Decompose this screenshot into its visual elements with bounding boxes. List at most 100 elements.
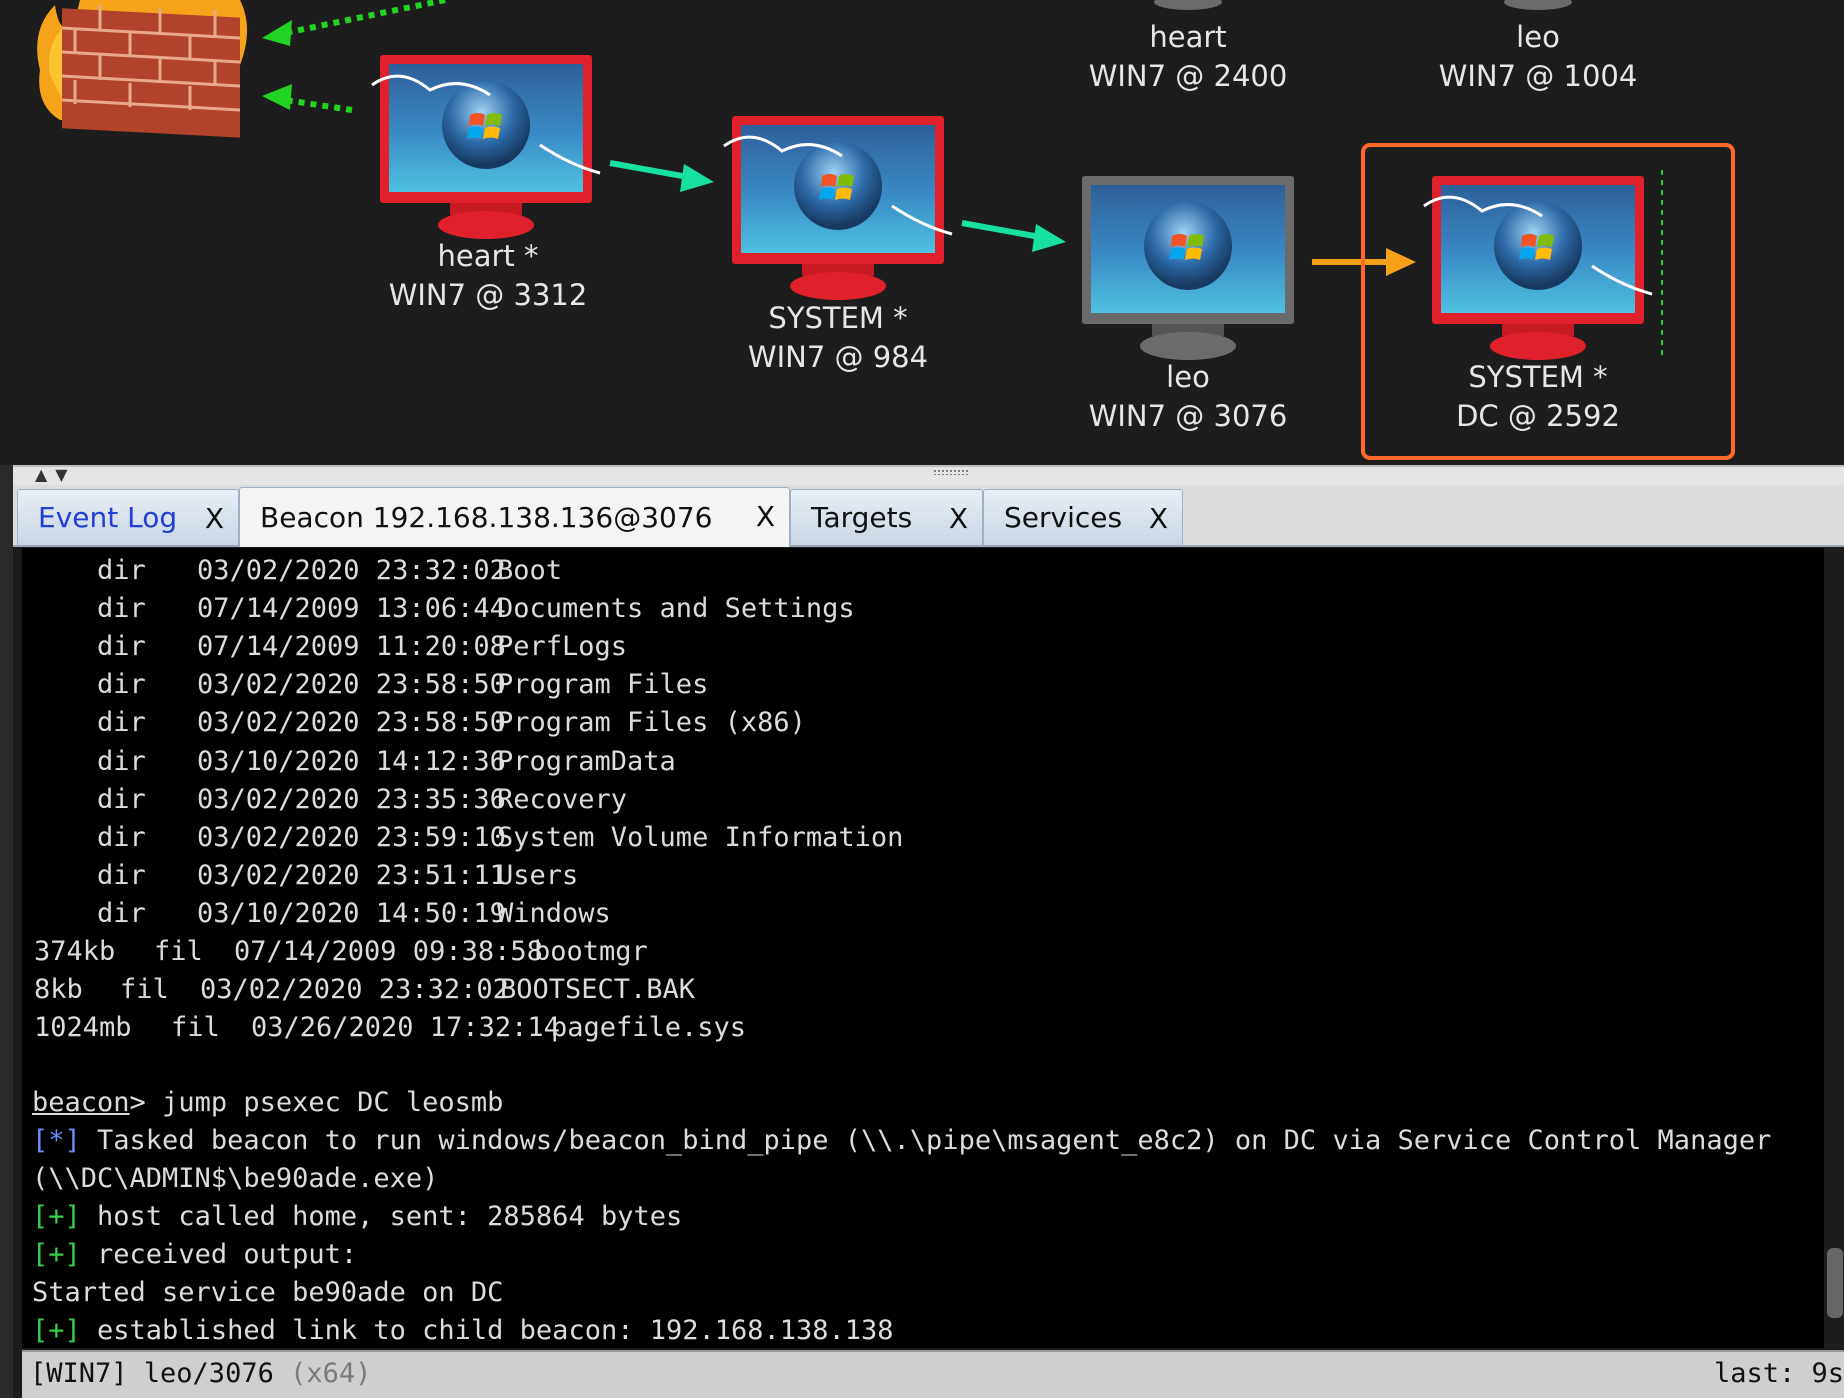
windows-monitor-icon[interactable] (371, 55, 601, 239)
dir-name: ProgramData (497, 745, 676, 777)
dir-date: 03/02/2020 23:58:50 (197, 707, 506, 739)
dir-type: dir (97, 783, 146, 815)
dir-type: dir (97, 897, 146, 929)
dir-type: dir (97, 555, 146, 586)
dir-size: 8kb (34, 974, 83, 1006)
dir-name: Program Files (x86) (497, 707, 806, 739)
selected-session-highlight (1361, 143, 1735, 460)
dir-date: 03/02/2020 23:35:36 (197, 783, 506, 815)
dir-type: fil (120, 974, 169, 1006)
dir-date: 07/14/2009 11:20:08 (197, 631, 506, 663)
session-label[interactable]: heart * WIN7 @ 3312 (358, 237, 618, 315)
dir-name: Windows (497, 897, 611, 929)
tab-bar: Event Log X Beacon 192.168.138.136@3076 … (13, 485, 1844, 547)
dir-date: 03/02/2020 23:51:11 (197, 859, 506, 891)
session-user: leo (1516, 20, 1560, 54)
session-user: heart * (437, 239, 539, 273)
command-text: > jump psexec DC leosmb (129, 1087, 504, 1118)
dir-date: 03/10/2020 14:50:19 (197, 897, 506, 929)
dir-date: 03/02/2020 23:32:02 (197, 555, 506, 586)
prompt: beacon (32, 1087, 130, 1118)
close-icon[interactable]: X (948, 502, 968, 535)
tab-targets[interactable]: Targets X (790, 489, 983, 545)
console-line: Started service be90ade on DC (32, 1277, 504, 1308)
dir-type: dir (97, 593, 146, 625)
session-status: [WIN7] leo/3076 (x64) (30, 1358, 371, 1389)
windows-monitor-icon[interactable] (723, 116, 953, 300)
monitor-stand-partial (1154, 0, 1572, 10)
session-user: SYSTEM * (1468, 360, 1608, 394)
session-label[interactable]: leo WIN7 @ 3076 (1058, 358, 1318, 436)
dir-date: 07/14/2009 09:38:58 (234, 936, 543, 967)
dir-date: 03/02/2020 23:59:10 (197, 821, 506, 853)
pivot-graph[interactable]: heart WIN7 @ 2400 leo WIN7 @ 1004 heart … (0, 0, 1844, 465)
session-user: leo (1166, 360, 1210, 394)
task-marker: [*] (32, 1125, 81, 1156)
dir-type: fil (154, 936, 203, 967)
dir-size: 374kb (34, 936, 116, 967)
dir-name: Boot (497, 555, 563, 586)
dir-type: dir (97, 707, 146, 739)
session-label[interactable]: SYSTEM * WIN7 @ 984 (708, 299, 968, 377)
tab-services[interactable]: Services X (983, 489, 1183, 545)
smb-link (609, 160, 1416, 276)
dir-name: PerfLogs (497, 631, 628, 663)
dir-name: Program Files (497, 669, 709, 701)
dir-name: BOOTSECT.BAK (500, 974, 696, 1006)
session-host: WIN7 @ 2400 (1088, 59, 1288, 93)
last-checkin: last: 9s (1713, 1358, 1844, 1389)
console-scrollbar[interactable] (1824, 548, 1844, 1348)
http-link (262, 0, 446, 113)
ok-marker: [+] (32, 1201, 81, 1232)
console-text: received output: (80, 1239, 358, 1270)
command-line: beacon> jump psexec DC leosmb (32, 1084, 503, 1122)
tab-event-log[interactable]: Event Log X (17, 489, 239, 545)
dir-name: Users (497, 859, 579, 891)
status-bar: [WIN7] leo/3076 (x64) last: 9s (22, 1350, 1844, 1398)
session-host: WIN7 @ 3312 (388, 278, 588, 312)
arch-label: (x64) (290, 1358, 372, 1389)
tab-label: Event Log (38, 501, 178, 534)
console-text: Tasked beacon to run windows/beacon_bind… (80, 1125, 1772, 1156)
dir-type: dir (97, 859, 146, 891)
dir-type: dir (97, 631, 146, 663)
dir-date: 03/02/2020 23:32:02 (200, 974, 509, 1006)
close-icon[interactable]: X (1148, 502, 1168, 535)
dir-name: pagefile.sys (551, 1012, 747, 1044)
graph-canvas (37, 0, 1663, 360)
dir-name: System Volume Information (497, 821, 904, 853)
ok-marker: [+] (32, 1239, 81, 1270)
session-label[interactable]: leo WIN7 @ 1004 (1408, 18, 1668, 96)
close-icon[interactable]: X (755, 500, 775, 533)
tab-label: Beacon 192.168.138.136@3076 (260, 501, 713, 534)
session-label[interactable]: heart WIN7 @ 2400 (1058, 18, 1318, 96)
dir-name: Documents and Settings (497, 593, 855, 625)
windows-monitor-icon[interactable] (1423, 176, 1653, 360)
firewall-icon[interactable] (37, 0, 248, 138)
ok-marker: [+] (32, 1315, 81, 1346)
session-host: DC @ 2592 (1456, 399, 1620, 433)
session-label[interactable]: SYSTEM * DC @ 2592 (1408, 358, 1668, 436)
close-icon[interactable]: X (204, 502, 224, 535)
tab-label: Targets (811, 501, 913, 534)
console-line: [+] established link to child beacon: 19… (32, 1312, 894, 1348)
windows-monitor-icon[interactable] (1082, 176, 1294, 360)
dir-type: dir (97, 669, 146, 701)
session-info: [WIN7] leo/3076 (30, 1358, 291, 1389)
collapse-arrows-icon[interactable]: ▲▼ (35, 465, 76, 484)
dir-date: 03/26/2020 17:32:14 (251, 1012, 560, 1044)
tab-beacon[interactable]: Beacon 192.168.138.136@3076 X (239, 487, 790, 547)
dir-date: 03/10/2020 14:12:36 (197, 745, 506, 777)
split-divider[interactable]: ▲▼ (13, 465, 1844, 487)
scrollbar-thumb[interactable] (1827, 1248, 1843, 1318)
session-host: WIN7 @ 1004 (1438, 59, 1638, 93)
console-line: [*] Tasked beacon to run windows/beacon_… (32, 1122, 1771, 1160)
dir-date: 03/02/2020 23:58:50 (197, 669, 506, 701)
console-text: established link to child beacon: 192.16… (80, 1315, 894, 1346)
console-text: host called home, sent: 285864 bytes (80, 1201, 683, 1232)
console-line: [+] host called home, sent: 285864 bytes (32, 1198, 682, 1236)
dir-type: fil (171, 1012, 220, 1044)
session-host: WIN7 @ 984 (747, 340, 929, 374)
drag-grip-icon[interactable] (933, 469, 969, 475)
